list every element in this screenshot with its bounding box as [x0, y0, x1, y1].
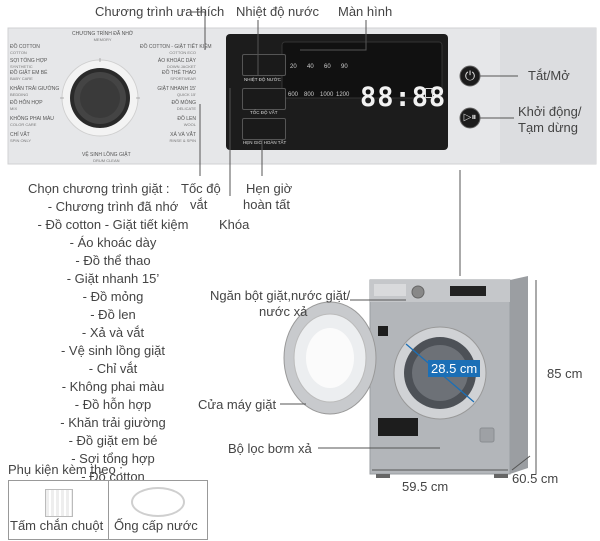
- drum-size-badge: 28.5 cm: [428, 360, 481, 377]
- knob-right-label: Áo khoác dàyDown jacket: [157, 58, 196, 69]
- accessory-rat-guard: [8, 480, 110, 540]
- display-spin-value: 600: [288, 92, 299, 98]
- knob-left-label: Không phai màuColor care: [10, 116, 54, 127]
- display-temp-value: 40: [307, 64, 314, 70]
- display-spin-value: 800: [304, 92, 315, 98]
- program-list-item: - Đồ giặt em bé: [68, 433, 158, 448]
- lock-icon: [425, 88, 433, 98]
- label-program-favorite: Chương trình ưa thích: [95, 4, 225, 19]
- spin-button-label: Tốc độ vắt: [250, 110, 278, 115]
- label-water-temp: Nhiệt độ nước: [236, 4, 319, 19]
- accessory-water-hose: [108, 480, 208, 540]
- program-list-item: - Không phai màu: [61, 379, 165, 394]
- knob-right-label: Đồ lenWool: [177, 116, 196, 127]
- display-temp-value: 20: [290, 64, 297, 70]
- label-detergent-2: nước xả: [259, 304, 308, 319]
- knob-left-label: Đồ hỗn hợpMix: [10, 100, 43, 111]
- label-lock: Khóa: [219, 217, 250, 232]
- label-width: 59.5 cm: [402, 479, 449, 494]
- accessories-heading: Phụ kiện kèm theo :: [8, 462, 123, 477]
- program-list-item: - Vệ sinh lồng giặt: [60, 343, 166, 358]
- power-icon[interactable]: ⏻: [464, 68, 476, 83]
- display-temp-value: 90: [341, 64, 348, 70]
- program-list: Chọn chương trình giặt : - Chương trình …: [28, 180, 198, 486]
- program-list-item: - Chương trình đã nhớ: [47, 199, 179, 214]
- start-pause-icon[interactable]: ▷⏸: [463, 112, 477, 123]
- timer-button-label: Hẹn giờ hoàn tất: [243, 140, 287, 145]
- label-spin-speed-2: vắt: [190, 197, 208, 212]
- label-start-pause-1: Khởi động/: [518, 104, 582, 119]
- label-door: Cửa máy giặt: [198, 397, 277, 412]
- program-list-item: - Khăn trải giường: [60, 415, 166, 430]
- accessory-label-water-hose: Ống cấp nước: [114, 518, 198, 533]
- display-spin-value: 1200: [336, 92, 350, 98]
- label-spin-speed-1: Tốc độ: [181, 181, 221, 196]
- label-height: 85 cm: [547, 366, 583, 381]
- knob-right-label: Xả và vắtRinse & spin: [169, 132, 196, 143]
- display-spin-value: 1000: [320, 92, 334, 98]
- label-detergent-1: Ngăn bột giặt,nước giặt/: [210, 288, 351, 303]
- label-power: Tắt/Mở: [528, 68, 570, 83]
- spin-button[interactable]: [242, 88, 286, 110]
- knob-left-label: Khăn trải giườngBedding: [10, 86, 60, 97]
- program-list-item: - Đồ cotton - Giặt tiết kiệm: [37, 217, 189, 232]
- program-list-heading: Chọn chương trình giặt :: [28, 181, 170, 196]
- knob-right-label: Giặt nhanh 15'Quick 15': [157, 86, 196, 97]
- label-start-pause-2: Tạm dừng: [518, 120, 579, 135]
- accessory-label-rat-guard: Tấm chắn chuột: [10, 518, 104, 533]
- knob-right-label: Đồ thể thaoSportwear: [162, 70, 196, 81]
- program-list-item: - Chỉ vắt: [88, 361, 138, 376]
- knob-left-label: Đồ giặt em béBaby care: [10, 70, 48, 81]
- program-list-item: - Đồ len: [90, 307, 136, 322]
- temp-button[interactable]: [242, 54, 286, 76]
- program-list-item: - Đồ thể thao: [75, 253, 151, 268]
- program-list-item: - Giặt nhanh 15’: [66, 271, 160, 286]
- rat-guard-icon: [45, 489, 73, 517]
- program-list-item: - Sợi tổng hợp: [71, 451, 155, 466]
- program-list-item: - Áo khoác dày: [69, 235, 157, 250]
- label-timer-1: Hẹn giờ: [246, 181, 293, 196]
- display-temp-value: 60: [324, 64, 331, 70]
- program-list-item: - Xả và vắt: [81, 325, 145, 340]
- control-panel: [0, 22, 600, 170]
- label-depth: 60.5 cm: [512, 471, 559, 486]
- timer-button[interactable]: [242, 118, 286, 140]
- label-filter: Bộ lọc bơm xả: [228, 441, 312, 456]
- knob-left-label: Chỉ vắtSpin only: [10, 132, 32, 143]
- label-display: Màn hình: [338, 4, 393, 19]
- knob-right-label: Đồ cotton - Giặt tiết kiệmCotton eco: [140, 44, 212, 55]
- knob-right-label: Đồ mỏngDelicate: [171, 100, 196, 111]
- knob-left-label: Sợi tổng hợpSynthetic: [10, 58, 48, 69]
- label-timer-2: hoàn tất: [243, 197, 290, 212]
- knob-label-bottom: Vệ sinh lồng giặtDrum clean: [82, 152, 131, 163]
- program-list-item: - Đồ mỏng: [82, 289, 144, 304]
- hose-icon: [131, 487, 185, 517]
- knob-left-label: Đồ cottonCotton: [10, 44, 40, 55]
- knob-label-top: Chương trình đã nhớMemory: [72, 31, 134, 42]
- temp-button-label: Nhiệt độ nước: [244, 77, 281, 82]
- program-list-item: - Đồ hỗn hợp: [74, 397, 152, 412]
